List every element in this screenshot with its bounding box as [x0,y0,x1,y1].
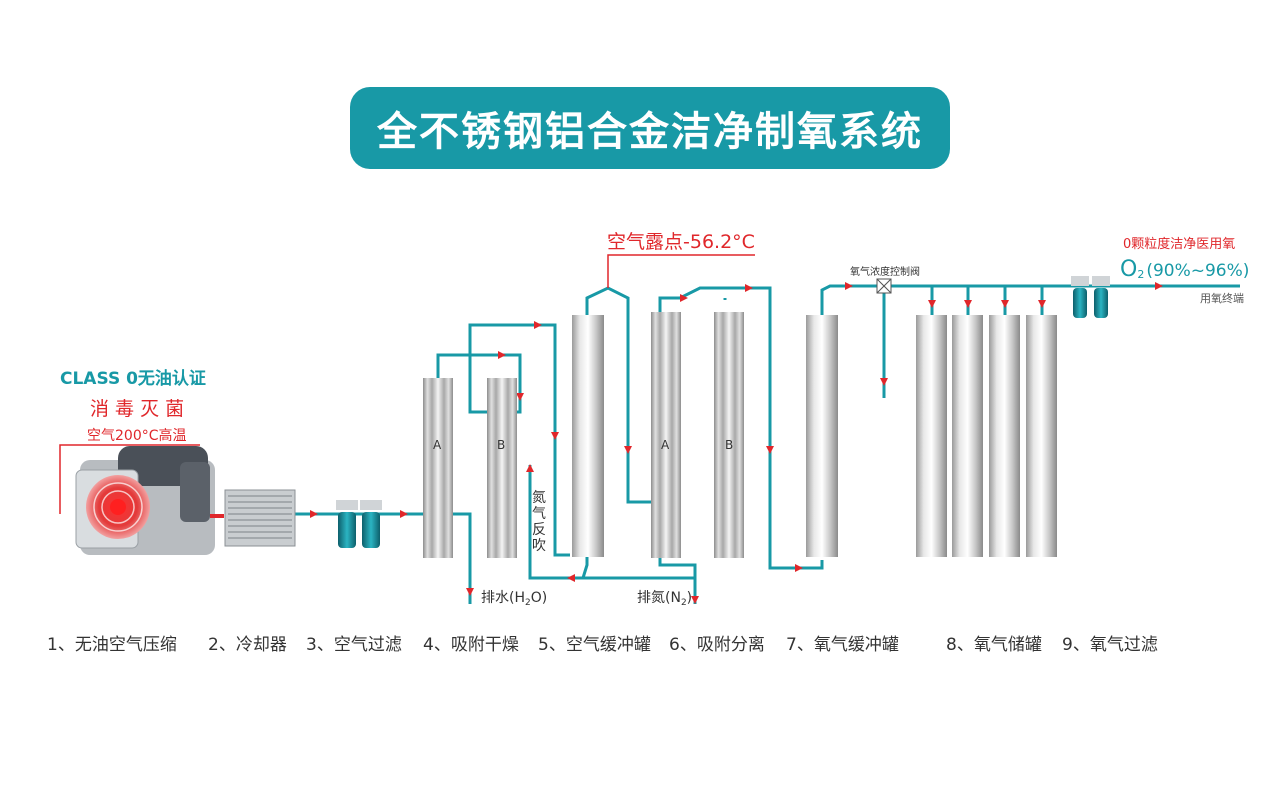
disinfect-label: 消 毒 灭 菌 [90,398,184,420]
legend-item-9: 9、氧气过滤 [1062,635,1158,655]
dew-point-label: 空气露点-56.2°C [607,231,755,253]
valve-label: 氧气浓度控制阀 [850,265,920,278]
flow-arrows [310,282,1163,604]
separator-tanks [651,312,744,558]
dryer-tank-a-label: A [433,438,442,452]
o2-subscript: 2 [1137,268,1144,281]
drain-subscript: 2 [525,598,531,608]
oxygen-purity-label: O2(90%~96%) [1120,257,1249,282]
legend-item-1: 1、无油空气压缩 [47,635,177,655]
dryer-tanks [423,378,517,558]
oxygen-buffer-tank [806,315,838,557]
oxygen-storage-tanks [916,315,1057,557]
dryer-tank-b-label: B [497,438,505,452]
o2-purity-range: (90%~96%) [1146,261,1249,281]
legend: 1、无油空气压缩 2、冷却器 3、空气过滤 4、吸附干燥 5、空气缓冲罐 6、吸… [47,635,1158,655]
dew-point-callout [607,254,755,288]
legend-item-5: 5、空气缓冲罐 [538,635,651,655]
blowback-char-4: 吹 [532,538,546,554]
compressor [75,446,224,555]
drain-label: 排水(H2O) [481,590,547,608]
air-buffer-tank [572,315,604,557]
legend-item-3: 3、空气过滤 [306,635,402,655]
legend-item-8: 8、氧气储罐 [946,635,1042,655]
separator-tank-a-label: A [661,438,670,452]
blowback-char-1: 氮 [532,490,546,506]
air-filters [336,500,382,548]
cert-label: CLASS 0无油认证 [60,368,206,389]
exhaust-text: 排氮(N [637,590,681,606]
drain-text-end: O) [531,590,547,606]
separator-tank-b-label: B [725,438,733,452]
exhaust-text-end: ) [687,590,692,606]
blowback-char-3: 反 [532,522,546,538]
legend-item-2: 2、冷却器 [208,635,287,655]
legend-item-6: 6、吸附分离 [669,635,765,655]
cooler [224,489,296,547]
blowback-label: 氮 气 反 吹 [532,490,546,554]
legend-item-4: 4、吸附干燥 [423,635,519,655]
compressor-callouts [59,444,200,514]
blowback-char-2: 气 [532,506,546,522]
oxygen-terminal-label: 用氧终端 [1200,291,1244,305]
concentration-valve-icon [876,278,892,294]
legend-item-7: 7、氧气缓冲罐 [786,635,899,655]
nitrogen-exhaust-label: 排氮(N2) [637,590,692,608]
page-title: 全不锈钢铝合金洁净制氧系统 [350,87,950,169]
oxygen-quality-label: 0颗粒度洁净医用氧 [1123,236,1235,252]
drain-text: 排水(H [481,590,525,606]
o2-symbol: O [1120,257,1137,282]
temperature-label: 空气200°C高温 [87,427,187,444]
oxygen-filters [1071,276,1110,318]
exhaust-subscript: 2 [681,598,687,608]
